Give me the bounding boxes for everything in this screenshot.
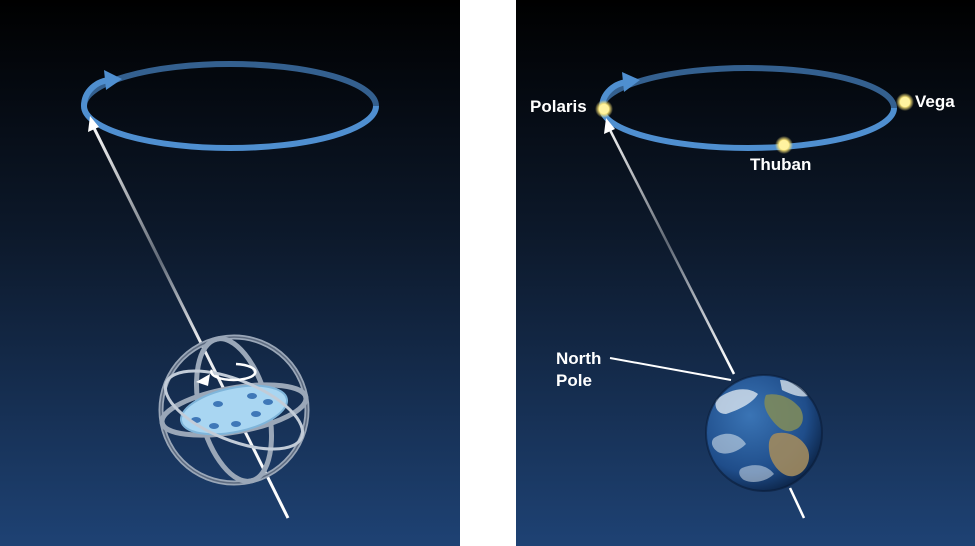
north-pole-leader — [609, 357, 732, 381]
panel-divider — [460, 0, 516, 546]
earth-axis-line — [607, 127, 736, 375]
earth-axis-south — [788, 487, 806, 519]
sky-background — [0, 0, 460, 546]
spinning-disk — [179, 384, 289, 436]
axis-arrowhead-icon — [88, 116, 99, 132]
spin-arrowhead-icon — [196, 374, 210, 386]
gyroscope-precession-panel — [0, 0, 460, 546]
polaris-label: Polaris — [530, 97, 587, 116]
gyroscope-diagram — [0, 0, 460, 546]
precession-ring-front — [81, 105, 379, 151]
gyroscope-icon — [158, 334, 310, 486]
precession-arrow-icon — [622, 72, 640, 92]
vega-label: Vega — [915, 92, 955, 111]
thuban-label: Thuban — [750, 155, 812, 174]
earth-globe-icon — [705, 374, 823, 492]
north-pole-label: North Pole — [556, 349, 602, 390]
spin-direction-arrow — [210, 362, 257, 382]
earth-precession-diagram — [516, 0, 975, 546]
spin-axis-line — [91, 125, 290, 519]
precession-arrow-icon — [104, 70, 122, 90]
precession-ring-back — [599, 65, 897, 109]
earth-precession-panel: Polaris Vega Thuban North Pole — [516, 0, 975, 546]
axis-arrowhead-icon — [604, 118, 615, 134]
precession-ring-front — [599, 107, 897, 151]
precession-ring-back — [81, 61, 379, 107]
